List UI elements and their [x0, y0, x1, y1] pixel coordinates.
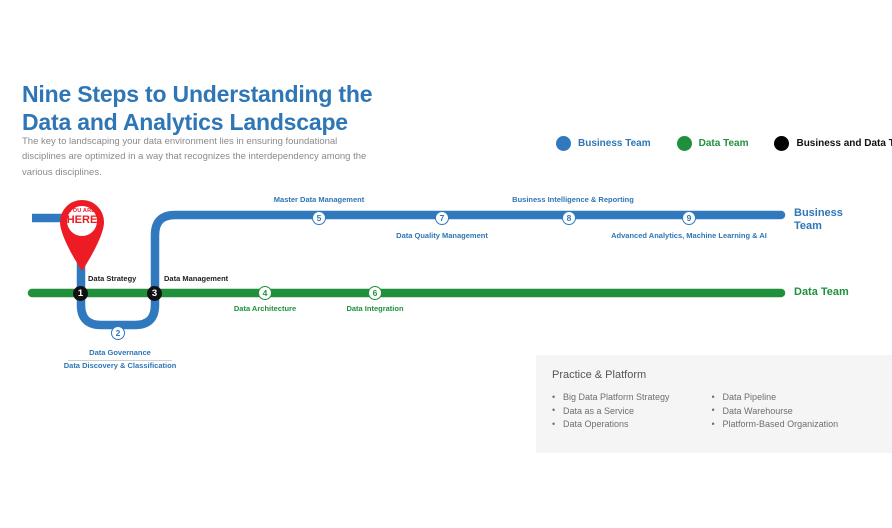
step-label-6: Data Integration [346, 304, 404, 313]
practice-and-platform-panel: Practice & Platform Big Data Platform St… [536, 355, 892, 453]
page-title-line-2: Data and Analytics Landscape [22, 109, 348, 136]
legend-dot-icon [556, 136, 571, 151]
legend: Business Team Data Team Business and Dat… [556, 136, 892, 151]
list-item: Data Pipeline [712, 391, 839, 405]
step-marker-4[interactable]: 4 [258, 286, 272, 300]
step-sublabel-2: Data Discovery & Classification [63, 361, 177, 370]
track-label-business-line-1: Business [794, 207, 843, 219]
step-label-9: Advanced Analytics, Machine Learning & A… [611, 231, 767, 240]
list-item: Platform-Based Organization [712, 418, 839, 432]
step-marker-5[interactable]: 5 [312, 211, 326, 225]
page-subtitle: The key to landscaping your data environ… [22, 136, 367, 178]
legend-label: Business and Data Team [796, 138, 892, 149]
step-2-separator [68, 360, 172, 361]
you-are-here-pin: YOU ARE HERE [54, 194, 110, 272]
track-label-data-team: Data Team [794, 286, 849, 298]
legend-dot-icon [676, 136, 692, 151]
step-marker-3[interactable]: 3 [147, 286, 162, 301]
step-label-1: Data Strategy [88, 274, 137, 283]
legend-dot-icon [774, 136, 790, 151]
step-marker-9[interactable]: 9 [682, 211, 696, 225]
legend-item-business-team: Business Team [556, 136, 651, 151]
track-label-business-team: Business Team [794, 207, 843, 234]
step-label-3: Data Management [164, 274, 229, 283]
list-item: Big Data Platform Strategy [552, 391, 670, 405]
blue-track-main [76, 210, 786, 330]
legend-label: Business Team [578, 138, 651, 149]
step-marker-8[interactable]: 8 [562, 211, 576, 225]
list-item: Data Warehourse [712, 404, 839, 419]
step-marker-7[interactable]: 7 [435, 211, 449, 225]
page-title-line-1: Nine Steps to Understanding the [22, 81, 373, 107]
panel-columns: Big Data Platform Strategy Data as a Ser… [552, 391, 838, 432]
step-label-4: Data Architecture [233, 304, 297, 313]
page-title: Nine Steps to Understanding the Data and… [22, 80, 502, 136]
step-label-8: Business Intelligence & Reporting [512, 195, 634, 204]
panel-column-1: Big Data Platform Strategy Data as a Ser… [552, 391, 670, 432]
step-label-2: Data Governance [89, 348, 151, 357]
list-item: Data Operations [552, 418, 670, 432]
step-marker-6[interactable]: 6 [368, 286, 382, 300]
legend-item-business-and-data-team: Business and Data Team [774, 136, 892, 151]
legend-item-data-team: Data Team [676, 136, 749, 151]
step-marker-2[interactable]: 2 [111, 326, 125, 340]
step-label-7: Data Quality Management [396, 231, 488, 240]
panel-column-2: Data Pipeline Data Warehourse Platform-B… [712, 391, 839, 432]
step-label-5: Master Data Management [273, 195, 365, 204]
step-marker-1[interactable]: 1 [73, 286, 88, 301]
list-item: Data as a Service [552, 404, 670, 419]
track-label-business-line-2: Team [794, 220, 822, 233]
legend-label: Data Team [698, 138, 749, 149]
panel-title: Practice & Platform [552, 369, 647, 381]
